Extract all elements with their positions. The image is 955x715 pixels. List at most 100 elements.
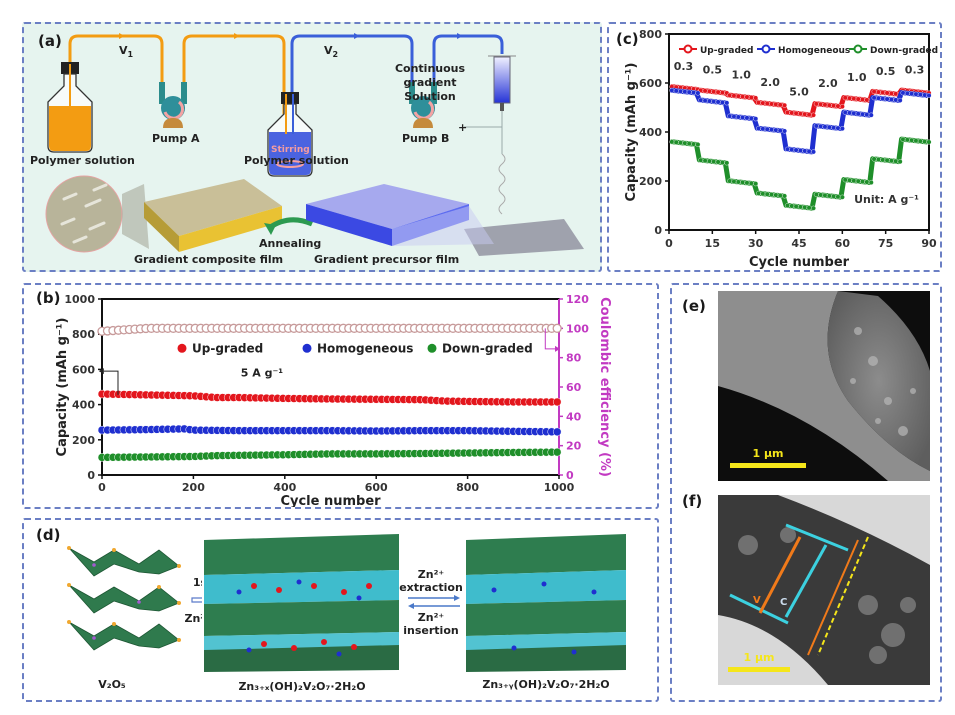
data-point	[864, 97, 870, 103]
data-point	[855, 111, 861, 117]
data-point	[822, 102, 828, 108]
data-point	[909, 137, 915, 143]
x-tick-label: 200	[182, 481, 205, 494]
data-point	[760, 191, 766, 197]
data-point	[782, 193, 788, 199]
scale-bar-e	[730, 463, 806, 468]
data-point	[735, 93, 741, 99]
data-point	[810, 205, 816, 211]
scale-bar-f	[728, 667, 790, 672]
y-axis-label: Capacity (mAh g⁻¹)	[624, 63, 639, 202]
data-point	[686, 141, 692, 147]
flow-arrow-icon	[234, 33, 240, 39]
y2-tick-label: 100	[566, 322, 589, 335]
legend-marker	[302, 343, 312, 353]
data-point	[740, 179, 746, 185]
pump-a-icon	[159, 82, 187, 128]
data-point	[900, 136, 906, 142]
data-point	[913, 91, 919, 97]
data-point	[719, 159, 725, 165]
data-point	[731, 114, 737, 120]
y2-tick-label: 80	[566, 352, 582, 365]
rate-label: 1.0	[847, 71, 867, 84]
data-point	[702, 158, 708, 164]
product2-structure-image	[464, 534, 629, 672]
data-point	[855, 178, 861, 184]
data-point	[813, 192, 819, 198]
data-point	[875, 95, 881, 101]
legend-label: Down-graded	[870, 46, 938, 56]
data-point	[711, 159, 717, 165]
data-point	[880, 157, 886, 163]
x-tick-label: 800	[456, 481, 479, 494]
data-point	[711, 99, 717, 105]
rate-label: 0.5	[703, 64, 723, 77]
data-point	[706, 158, 712, 164]
data-point	[818, 101, 824, 107]
v2-label: V2	[324, 44, 338, 59]
data-point	[784, 109, 790, 115]
y-tick-label: 200	[72, 434, 95, 447]
bottle-2-icon	[267, 92, 313, 177]
data-point	[897, 159, 903, 165]
data-point	[904, 137, 910, 143]
data-point	[810, 149, 816, 155]
panel-c-label: (c)	[616, 30, 639, 48]
data-point	[880, 90, 886, 96]
tube-v2	[290, 34, 414, 114]
data-point	[719, 90, 725, 96]
data-point	[868, 179, 874, 185]
data-point	[922, 92, 928, 98]
mark-v: V	[753, 595, 761, 606]
data-point	[802, 148, 808, 154]
data-point	[842, 109, 848, 115]
pump-b-label: Pump B	[402, 132, 449, 145]
data-point	[756, 125, 762, 131]
plot-frame	[668, 33, 930, 231]
data-point	[839, 126, 845, 132]
arrow2-top-label-1: Zn²⁺	[418, 568, 445, 581]
y-tick-label: 600	[639, 77, 662, 90]
data-point	[748, 180, 754, 186]
data-point	[806, 112, 812, 118]
data-point	[818, 123, 824, 129]
panel-ef: (e) 1 µm (f) V C 1 µm	[670, 283, 942, 702]
precursor-film-image	[306, 184, 494, 246]
data-point	[868, 112, 874, 118]
data-point	[871, 156, 877, 162]
data-point	[744, 115, 750, 121]
legend-label: Up-graded	[192, 341, 263, 355]
arrow2-top-label-2: extraction	[399, 581, 463, 594]
panel-b-label: (b)	[36, 289, 61, 307]
data-point	[839, 194, 845, 200]
data-point	[691, 141, 697, 147]
data-point	[789, 110, 795, 116]
syringe-label-2: gradient	[404, 76, 457, 89]
y2-tick-label: 120	[566, 293, 589, 306]
stirring-label: Stirring	[271, 145, 310, 155]
data-point	[851, 96, 857, 102]
data-point	[764, 191, 770, 197]
data-point	[748, 115, 754, 121]
data-point	[826, 193, 832, 199]
panel-d: (d) V₂O₅ 1st-dis Zn²⁺+H₂O Zn	[22, 518, 659, 702]
bottle-2-label: Polymer solution	[244, 154, 349, 167]
data-point	[864, 112, 870, 118]
data-point	[552, 397, 562, 407]
data-point	[860, 97, 866, 103]
data-point	[727, 92, 733, 98]
forward-arrow-icon	[454, 595, 460, 601]
syringe-icon	[464, 55, 584, 256]
product1-label: Zn₃₊ₓ(OH)₂V₂O₇·2H₂O	[238, 680, 365, 693]
arrow2-bottom-label-1: Zn²⁺	[418, 611, 445, 624]
x-tick-label: 75	[878, 237, 893, 250]
data-point	[769, 192, 775, 198]
pump-b-icon	[409, 82, 437, 128]
data-point	[711, 89, 717, 95]
data-point	[756, 100, 762, 106]
data-point	[753, 95, 759, 101]
data-point	[888, 90, 894, 96]
data-point	[897, 97, 903, 103]
